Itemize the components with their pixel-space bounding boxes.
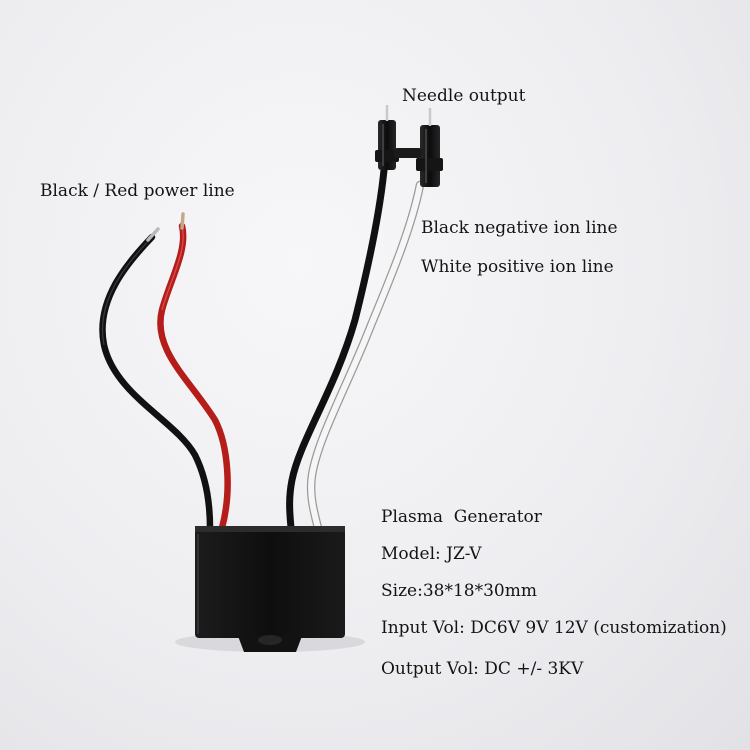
input-voltage-spec: Input Vol: DC6V 9V 12V (customization) xyxy=(381,618,727,638)
power-red-wire xyxy=(157,222,231,532)
output-voltage-spec: Output Vol: DC +/- 3KV xyxy=(381,659,584,679)
negative-ion-wire xyxy=(286,166,388,532)
needle-output-connectors xyxy=(375,105,443,187)
model-spec: Model: JZ-V xyxy=(381,544,482,564)
size-spec: Size:38*18*30mm xyxy=(381,581,537,601)
generator-housing xyxy=(195,526,345,652)
negative-ion-line-label: Black negative ion line xyxy=(421,218,618,238)
product-title: Plasma Generator xyxy=(381,507,542,527)
power-black-wire-tip xyxy=(146,227,160,242)
spec-list: Plasma Generator Model: JZ-V Size:38*18*… xyxy=(381,506,727,695)
power-black-wire xyxy=(99,233,214,532)
power-line-label: Black / Red power line xyxy=(40,181,235,201)
needle-output-label: Needle output xyxy=(402,86,526,106)
power-red-wire-tip xyxy=(180,212,185,230)
positive-ion-line-label: White positive ion line xyxy=(421,257,614,277)
